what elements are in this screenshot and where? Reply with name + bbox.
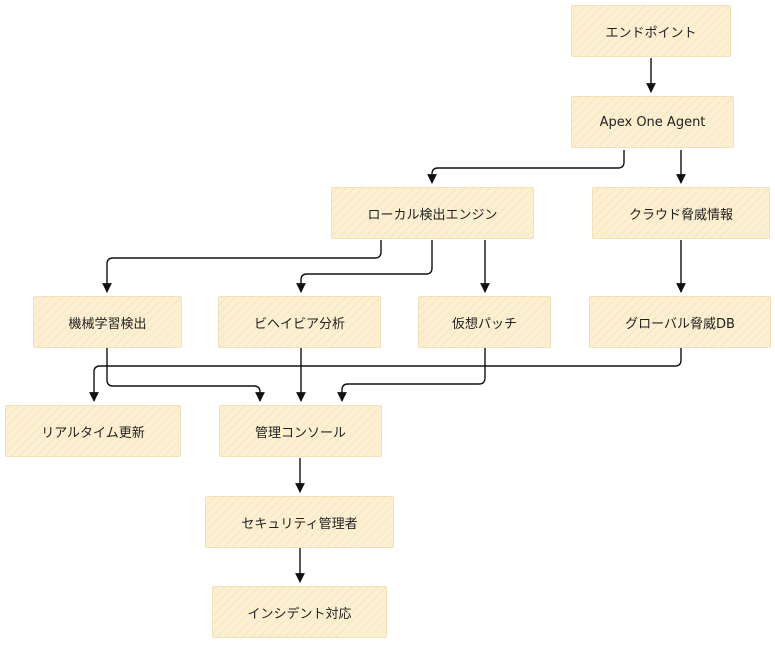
node-behavior-analysis: ビヘイビア分析 [218,296,381,348]
edge-global-db-to-realtime-update [89,348,682,402]
node-virtual-patch: 仮想パッチ [418,296,551,348]
edge-local-engine-to-behavior [296,240,433,293]
node-security-admin: セキュリティ管理者 [205,496,394,548]
node-local-detection-engine: ローカル検出エンジン [331,187,534,239]
node-realtime-update: リアルタイム更新 [5,405,181,457]
node-ml-detection: 機械学習検出 [33,296,182,348]
node-management-console: 管理コンソール [219,405,382,457]
edge-agent-to-local-engine [427,150,625,184]
node-cloud-threat-intel: クラウド脅威情報 [592,187,770,239]
edge-local-engine-to-ml [102,240,382,293]
node-endpoint: エンドポイント [571,5,731,57]
node-incident-response: インシデント対応 [212,586,387,638]
edge-ml-to-console [106,348,265,402]
edge-virtual-patch-to-console [337,348,486,402]
node-apex-one-agent: Apex One Agent [571,96,734,148]
node-global-threat-db: グローバル脅威DB [589,296,771,348]
